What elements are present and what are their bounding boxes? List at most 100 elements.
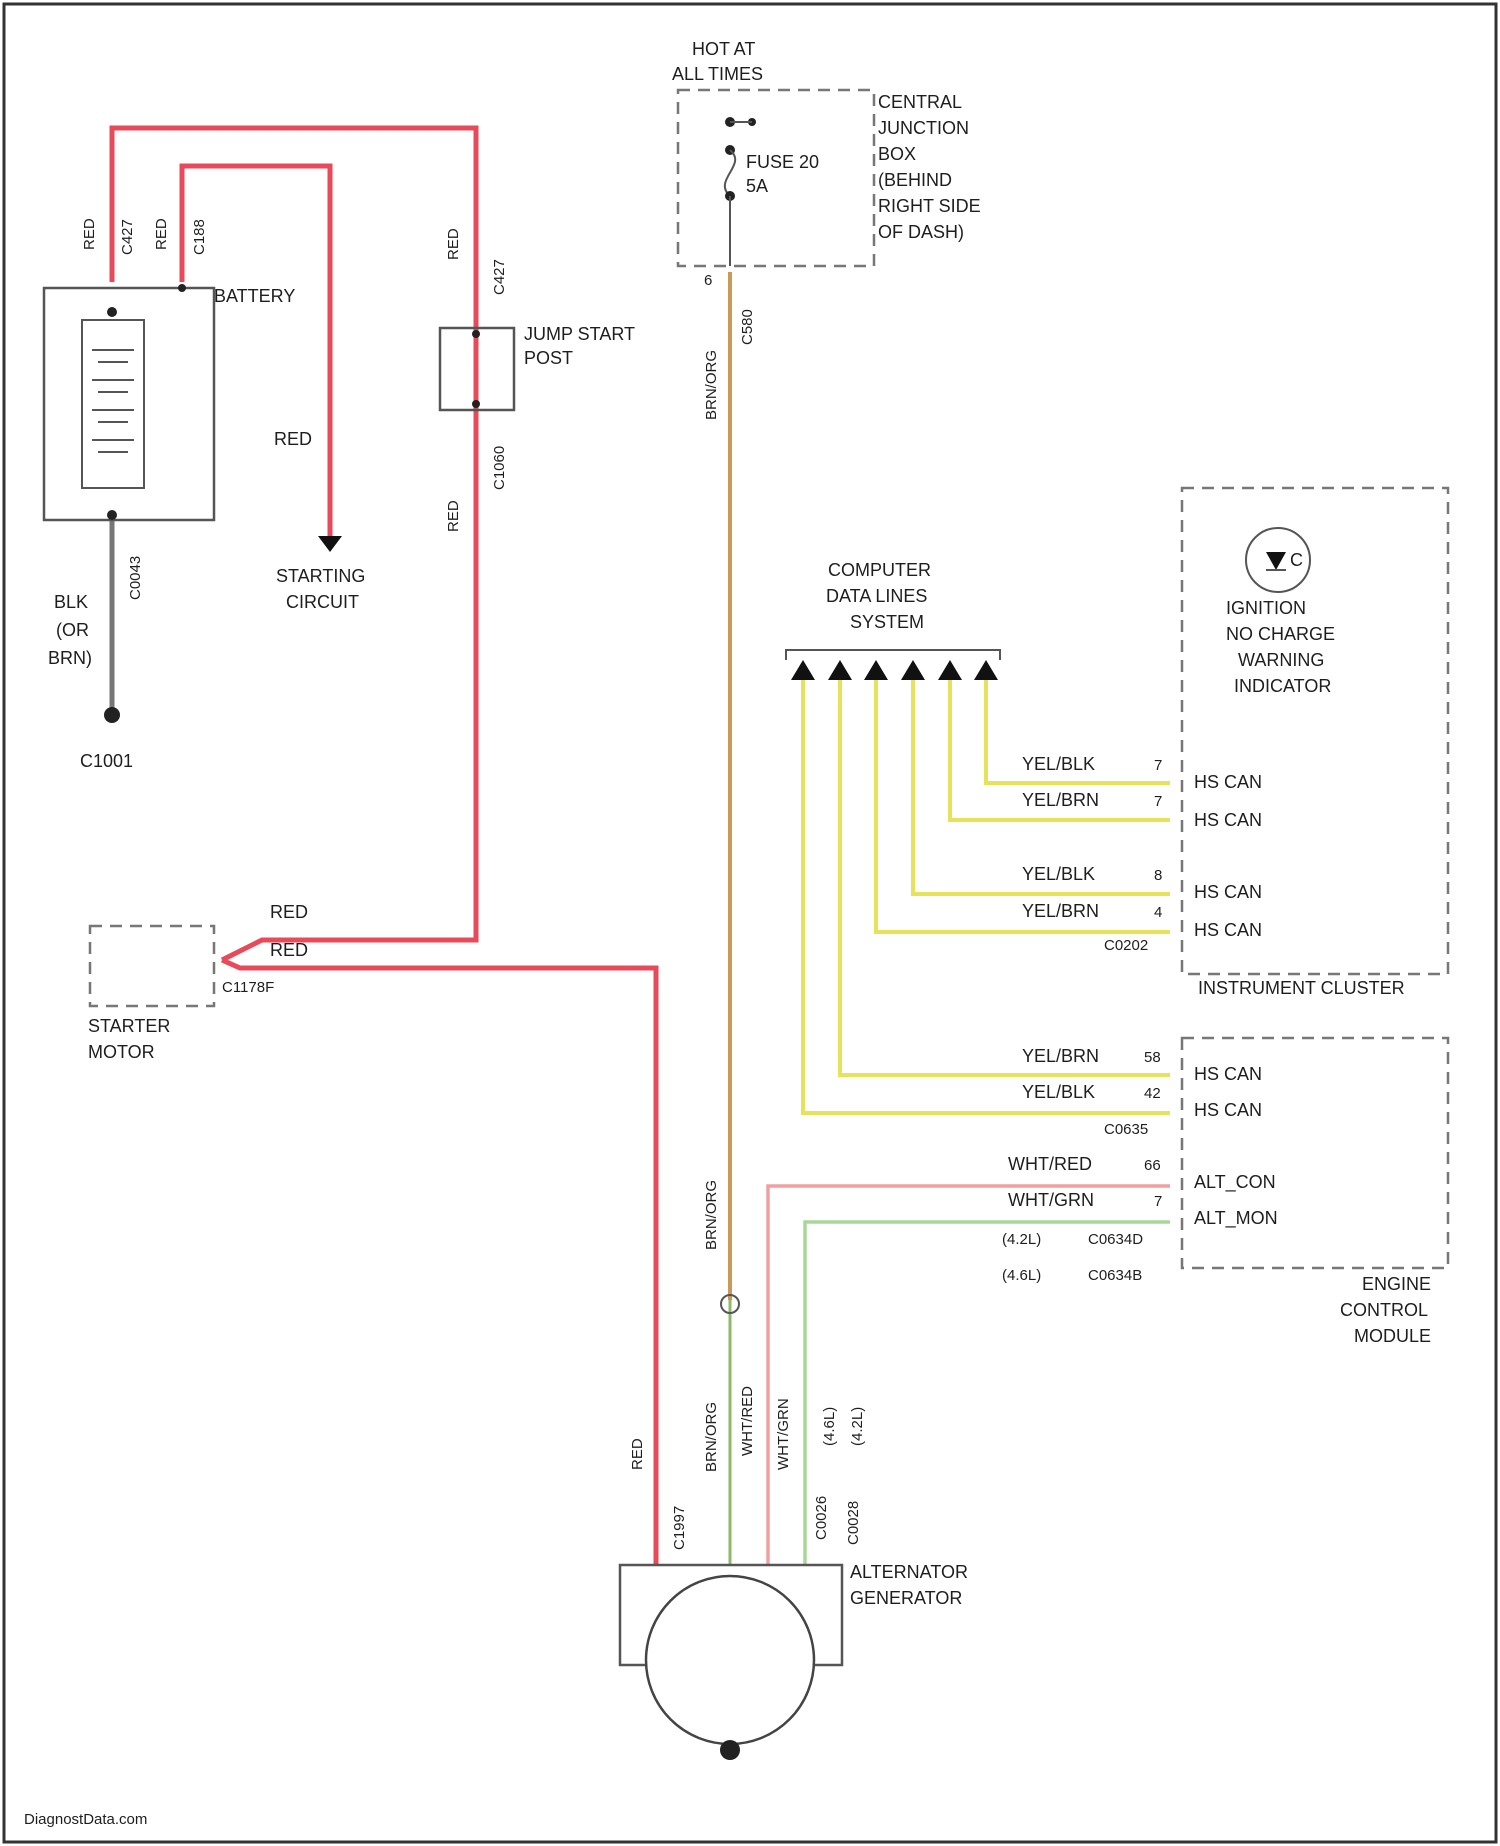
hot-at-all-times-label-2: ALL TIMES <box>672 64 763 84</box>
ic-pin-4-wire: YEL/BRN <box>1022 901 1099 921</box>
ground-wire-color-2: (OR <box>56 620 89 640</box>
ic-pin-3-num: 8 <box>1154 867 1162 884</box>
ground-point-label: C1001 <box>80 751 133 771</box>
alt-wire-1: BRN/ORG <box>703 1402 720 1472</box>
ecm-conn-a: C0634D <box>1088 1231 1143 1248</box>
ecm-label: ENGINE <box>1362 1274 1431 1294</box>
battery-pos-terminal <box>107 307 117 317</box>
alt-conn-2: C0028 <box>845 1501 862 1545</box>
ecm-pin-3-wire: WHT/RED <box>1008 1154 1092 1174</box>
jump-start-label: JUMP START <box>524 324 635 344</box>
ecm-pin-1-num: 58 <box>1144 1049 1161 1066</box>
ic-indicator-label-2: NO CHARGE <box>1226 624 1335 644</box>
ecm-conn-b: C0634B <box>1088 1267 1142 1284</box>
bat-c2: C188 <box>191 219 208 255</box>
starting-circuit-label: STARTING <box>276 566 365 586</box>
alt-red-label: RED <box>629 1438 646 1470</box>
cjb-label-5: RIGHT SIDE <box>878 196 981 216</box>
ic-pin-1-wire: YEL/BLK <box>1022 754 1095 774</box>
ground-point-symbol <box>104 707 120 723</box>
ic-pin-1-signal: HS CAN <box>1194 772 1262 792</box>
fuse-conn-label: C580 <box>739 309 756 345</box>
ic-pin-1-num: 7 <box>1154 757 1162 774</box>
alt-wire-2: WHT/RED <box>739 1386 756 1456</box>
ecm-label-2: CONTROL <box>1340 1300 1428 1320</box>
cdl-label-3: SYSTEM <box>850 612 924 632</box>
jump-red-bot: RED <box>445 500 462 532</box>
ecm-pin-4-signal: ALT_MON <box>1194 1208 1278 1229</box>
cjb-label-3: BOX <box>878 144 916 164</box>
ecm-pin-2-signal: HS CAN <box>1194 1100 1262 1120</box>
ic-indicator-label-4: INDICATOR <box>1234 676 1331 696</box>
variant-a-label: (4.2L) <box>1002 1231 1041 1248</box>
cjb-label-4: (BEHIND <box>878 170 952 190</box>
cjb-label-6: OF DASH) <box>878 222 964 242</box>
hot-at-all-times-label: HOT AT <box>692 39 755 59</box>
starter-motor-label-2: MOTOR <box>88 1042 155 1062</box>
alt-brnorg-label: BRN/ORG <box>703 1180 720 1250</box>
cjb-label-1: CENTRAL <box>878 92 962 112</box>
ecm-label-3: MODULE <box>1354 1326 1431 1346</box>
jump-c-top: C427 <box>491 259 508 295</box>
jump-start-bottom-terminal <box>472 400 480 408</box>
fuse-wire-label: BRN/ORG <box>703 350 720 420</box>
ecm-pin-4-num: 7 <box>1154 1193 1162 1210</box>
alt-conn-1: C0026 <box>813 1496 830 1540</box>
alternator-label: ALTERNATOR <box>850 1562 968 1582</box>
ic-pin-4-num: 4 <box>1154 904 1162 921</box>
cdl-label: COMPUTER <box>828 560 931 580</box>
red-mid-label: RED <box>274 429 312 449</box>
bat-c1: C427 <box>119 219 136 255</box>
ecm-pin-2-wire: YEL/BLK <box>1022 1082 1095 1102</box>
cjb-label-2: JUNCTION <box>878 118 969 138</box>
bat-red-1: RED <box>81 218 98 250</box>
alt-wire-3: WHT/GRN <box>775 1398 792 1470</box>
ic-pin-4-signal: HS CAN <box>1194 920 1262 940</box>
jump-start-label-2: POST <box>524 348 573 368</box>
battery-neg-terminal <box>107 510 117 520</box>
jump-start-top-terminal <box>472 330 480 338</box>
starter-red-label: RED <box>270 902 308 922</box>
ecm-pin-3-signal: ALT_CON <box>1194 1172 1276 1193</box>
ecm-pin-2-num: 42 <box>1144 1085 1161 1102</box>
starter-conn-label: C1178F <box>222 979 274 996</box>
battery-label: BATTERY <box>214 286 295 306</box>
fuse-rating: 5A <box>746 176 768 196</box>
jump-c-bot: C1060 <box>491 446 508 490</box>
alternator-label-2: GENERATOR <box>850 1588 962 1608</box>
ic-pin-3-wire: YEL/BLK <box>1022 864 1095 884</box>
battery-aux-terminal <box>178 284 186 292</box>
variant-b-label: (4.6L) <box>1002 1267 1041 1284</box>
ecm-pin-4-wire: WHT/GRN <box>1008 1190 1094 1210</box>
jump-red-top: RED <box>445 228 462 260</box>
starter-red-label-2: RED <box>270 940 308 960</box>
ic-pin-2-signal: HS CAN <box>1194 810 1262 830</box>
ic-conn-label: C0202 <box>1104 937 1148 954</box>
ic-pin-2-wire: YEL/BRN <box>1022 790 1099 810</box>
alternator-symbol <box>646 1576 814 1744</box>
ecm-pin-1-wire: YEL/BRN <box>1022 1046 1099 1066</box>
starter-motor-label: STARTER <box>88 1016 170 1036</box>
alt-variant-2: (4.2L) <box>849 1407 866 1446</box>
alternator-ground <box>720 1740 740 1760</box>
starting-circuit-label-2: CIRCUIT <box>286 592 359 612</box>
ground-wire-color: BLK <box>54 592 88 612</box>
bat-red-2: RED <box>153 218 170 250</box>
ic-pin-2-num: 7 <box>1154 793 1162 810</box>
cdl-label-2: DATA LINES <box>826 586 927 606</box>
alt-variant-1: (4.6L) <box>821 1407 838 1446</box>
page-border <box>4 4 1496 1842</box>
ecm-pin-1-signal: HS CAN <box>1194 1064 1262 1084</box>
ic-indicator-label: IGNITION <box>1226 598 1306 618</box>
alt-conn-label: C1997 <box>671 1506 688 1550</box>
ic-pin-3-signal: HS CAN <box>1194 882 1262 902</box>
watermark: DiagnostData.com <box>24 1811 147 1828</box>
ic-indicator-label-3: WARNING <box>1238 650 1324 670</box>
ecm-pin-3-num: 66 <box>1144 1157 1161 1174</box>
fuse-label: FUSE 20 <box>746 152 819 172</box>
warning-indicator-letter: C <box>1290 550 1303 570</box>
bat-gnd-conn: C0043 <box>127 556 144 600</box>
ground-wire-color-3: BRN) <box>48 648 92 668</box>
fuse-pin: 6 <box>704 272 712 289</box>
